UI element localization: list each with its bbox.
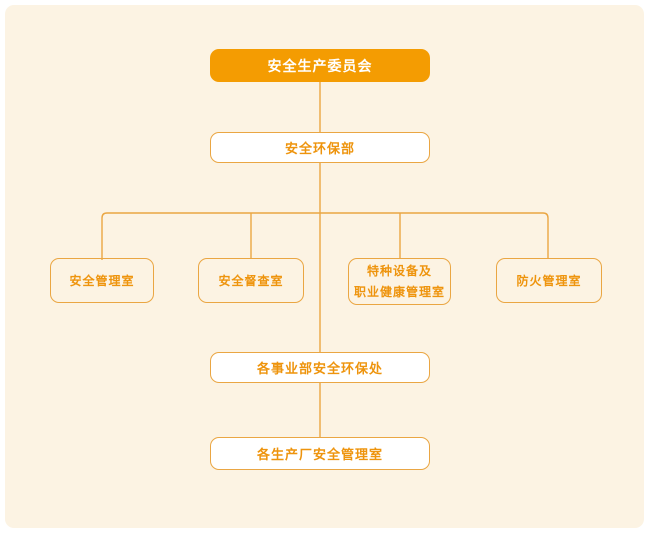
node-division-safety-environmental-protection-dept: 各事业部安全环保处 — [210, 352, 430, 383]
node-safety-production-committee: 安全生产委员会 — [210, 49, 430, 82]
node-safety-environmental-protection-dept: 安全环保部 — [210, 132, 430, 163]
node-plant-safety-management-office: 各生产厂安全管理室 — [210, 437, 430, 470]
node-special-equipment-occupational-health-office: 特种设备及 职业健康管理室 — [348, 258, 451, 305]
node-safety-supervision-office: 安全督查室 — [198, 258, 304, 303]
node-safety-management-office: 安全管理室 — [50, 258, 154, 303]
node-fire-prevention-management-office: 防火管理室 — [496, 258, 602, 303]
